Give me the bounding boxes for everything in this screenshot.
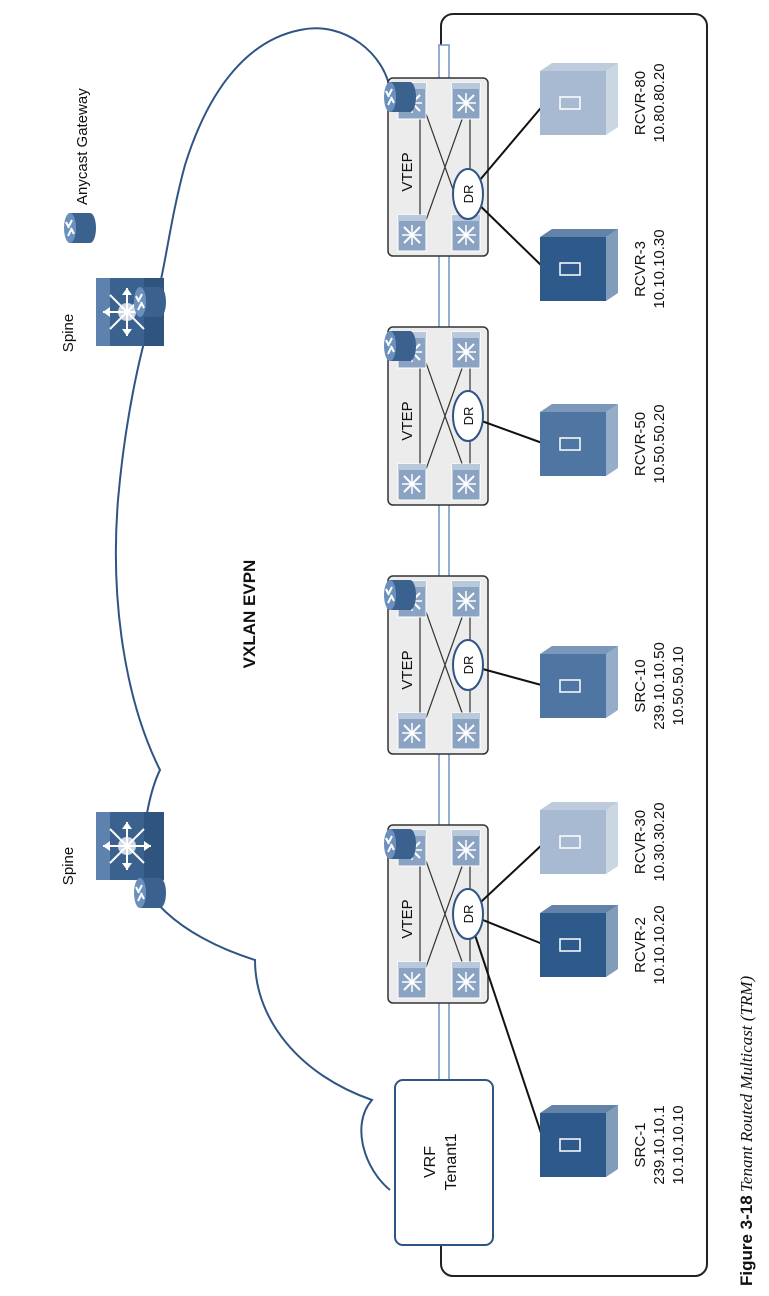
spine-2: Spine	[60, 277, 167, 352]
dr-label: DR	[461, 905, 476, 924]
spine-2-gateway-icon	[133, 286, 167, 318]
host-address: 10.10.10.30	[651, 229, 668, 308]
vtep-2-spine-switch-icon	[397, 712, 427, 750]
server-icon	[540, 654, 606, 718]
dr-label: DR	[461, 656, 476, 675]
vtep-2-gateway-icon	[383, 579, 417, 611]
host-address: 10.50.50.20	[651, 404, 668, 483]
vtep-1-leaf-switch-icon	[451, 961, 481, 999]
dr-label: DR	[461, 185, 476, 204]
vtep-4-spine-switch-icon	[397, 214, 427, 252]
vtep-3-leaf-switch-icon	[451, 463, 481, 501]
vtep-label: VTEP	[399, 152, 416, 191]
host-name: SRC-1	[632, 1122, 649, 1167]
vxlan-evpn-cloud	[114, 27, 391, 1191]
server-icon	[540, 810, 606, 874]
spine-2-label: Spine	[60, 314, 77, 352]
anycast-gateway-legend: Anycast Gateway	[63, 88, 97, 244]
vtep-3-leaf-switch-icon	[451, 331, 481, 369]
host-name: RCVR-30	[632, 810, 649, 874]
server-icon	[540, 412, 606, 476]
vtep-4-gateway-icon	[383, 81, 417, 113]
host-address: 10.10.10.20	[651, 905, 668, 984]
vtep-1-leaf-switch-icon	[451, 829, 481, 867]
vtep-3-spine-switch-icon	[397, 463, 427, 501]
server-icon	[540, 71, 606, 135]
host-name: RCVR-2	[632, 917, 649, 973]
dr-router-4: DR	[452, 168, 484, 220]
figure-number: Figure 3-18	[737, 1195, 756, 1286]
host-address: 10.30.30.20	[651, 802, 668, 881]
dr-router-3: DR	[452, 390, 484, 442]
vtep-box-1: VTEP	[383, 824, 489, 1004]
dr-router-2: DR	[452, 639, 484, 691]
vrf-name: Tenant1	[443, 1133, 460, 1190]
server-icon	[540, 237, 606, 301]
vtep-1-gateway-icon	[383, 828, 417, 860]
vtep-label: VTEP	[399, 401, 416, 440]
host-name: RCVR-50	[632, 412, 649, 476]
spine-1-label: Spine	[60, 847, 77, 885]
vtep-label: VTEP	[399, 650, 416, 689]
host-name: RCVR-80	[632, 71, 649, 135]
vtep-3-gateway-icon	[383, 330, 417, 362]
vtep-1-spine-switch-icon	[397, 961, 427, 999]
vxlan-evpn-label: VXLAN EVPN	[240, 560, 259, 669]
host-name: SRC-10	[632, 659, 649, 712]
vrf-tenant1-box: VRF Tenant1	[394, 1079, 494, 1246]
figure-title: Tenant Routed Multicast (TRM)	[737, 976, 756, 1192]
anycast-gateway-label: Anycast Gateway	[74, 88, 91, 205]
anycast-gateway-icon	[63, 212, 97, 244]
host-name: RCVR-3	[632, 241, 649, 297]
vtep-box-2: VTEP	[383, 575, 489, 755]
vtep-2-leaf-switch-icon	[451, 580, 481, 618]
vtep-2-leaf-switch-icon	[451, 712, 481, 750]
vtep-4-leaf-switch-icon	[451, 82, 481, 120]
host-address: 239.10.10.50	[651, 642, 668, 730]
spine-1: Spine	[60, 811, 167, 909]
host-address: 10.10.10.10	[670, 1105, 687, 1184]
vtep-box-4: VTEP	[383, 77, 489, 257]
host-address: 239.10.10.1	[651, 1105, 668, 1184]
dr-label: DR	[461, 407, 476, 426]
vtep-4-leaf-switch-icon	[451, 214, 481, 252]
dr-router-1: DR	[452, 888, 484, 940]
vrf-label: VRF	[422, 1146, 439, 1178]
host-address: 10.80.80.20	[651, 63, 668, 142]
spine-1-gateway-icon	[133, 877, 167, 909]
server-icon	[540, 1113, 606, 1177]
host-link	[467, 913, 546, 1146]
server-icon	[540, 913, 606, 977]
vtep-label: VTEP	[399, 899, 416, 938]
host-address: 10.50.50.10	[670, 646, 687, 725]
